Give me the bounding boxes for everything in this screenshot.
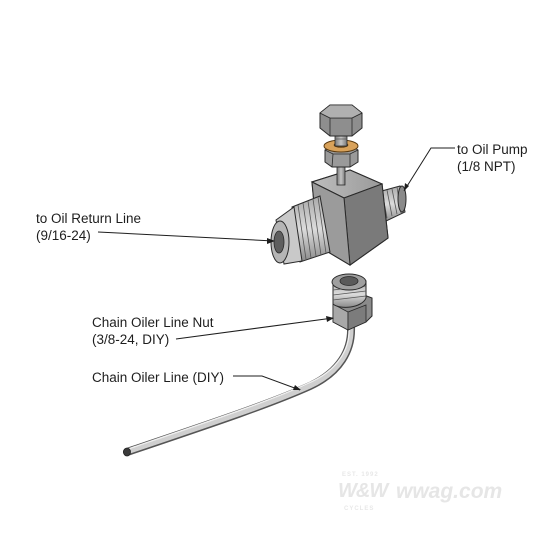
leader-nut bbox=[175, 316, 334, 340]
oil-pump-label-line1: to Oil Pump bbox=[457, 142, 528, 157]
watermark-site: wwag.com bbox=[396, 480, 503, 503]
oil-pump-label-line2: (1/8 NPT) bbox=[457, 159, 516, 174]
bleed-bolt-assembly bbox=[319, 104, 363, 186]
tee-fitting-body bbox=[270, 169, 407, 266]
oil-return-port bbox=[270, 195, 331, 265]
leader-line bbox=[233, 375, 301, 391]
chain-oiler-line-label: Chain Oiler Line (DIY) bbox=[92, 369, 224, 386]
oil-return-label: to Oil Return Line (9/16-24) bbox=[36, 210, 141, 244]
chain-oiler-line-nut bbox=[331, 273, 373, 331]
leader-lines bbox=[97, 147, 455, 391]
oil-return-label-line2: (9/16-24) bbox=[36, 228, 91, 243]
watermark: EST. 1992 W&W wwag.com CYCLES bbox=[338, 472, 518, 522]
chain-oiler-nut-label-line2: (3/8-24, DIY) bbox=[92, 332, 170, 347]
chain-oiler-nut-label-line1: Chain Oiler Line Nut bbox=[92, 315, 214, 330]
oil-pump-label: to Oil Pump (1/8 NPT) bbox=[457, 141, 528, 175]
leader-oil-return bbox=[97, 231, 275, 244]
chain-oiler-line-label-line1: Chain Oiler Line (DIY) bbox=[92, 370, 225, 385]
watermark-top: EST. 1992 bbox=[342, 472, 379, 478]
watermark-bottom: CYCLES bbox=[344, 506, 375, 512]
chain-oiler-nut-label: Chain Oiler Line Nut (3/8-24, DIY) bbox=[92, 314, 214, 348]
leader-oil-pump bbox=[403, 147, 455, 192]
watermark-logo: W&W bbox=[338, 480, 388, 502]
oil-return-label-line1: to Oil Return Line bbox=[36, 211, 142, 226]
